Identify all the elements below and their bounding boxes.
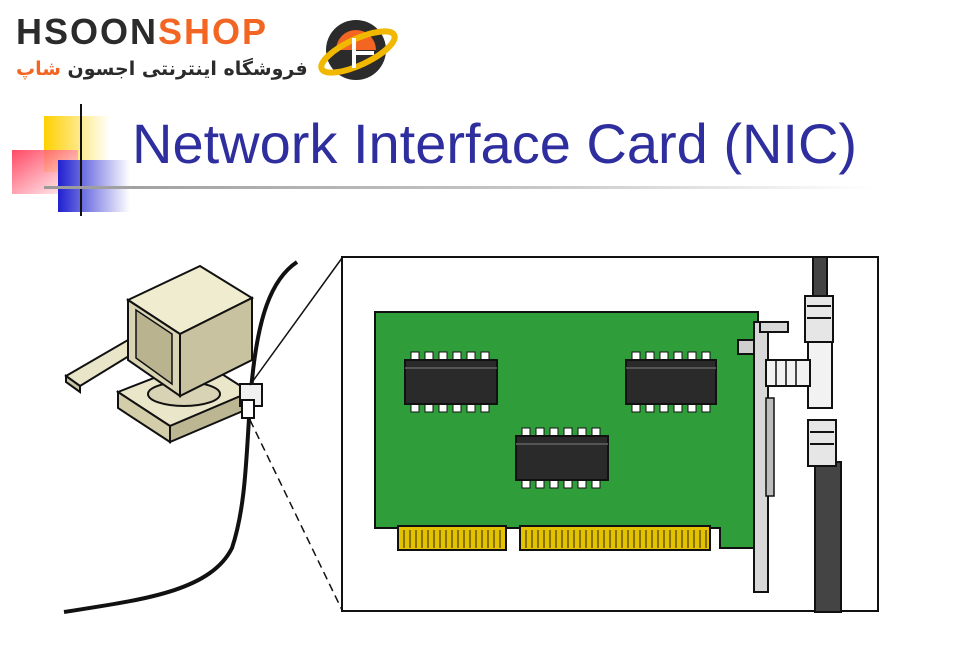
logo-brand-part2: SHOP <box>158 11 269 52</box>
logo-tagline-part2: شاپ <box>16 58 61 80</box>
logo-emblem-icon <box>318 20 398 80</box>
bnc-t-connector-icon <box>765 295 837 467</box>
title-decoration <box>12 104 130 216</box>
logo-brand-part1: HSOON <box>16 11 159 52</box>
chip <box>515 427 609 489</box>
logo-tagline-part1: فروشگاه اینترنتی اجسون <box>67 58 308 80</box>
title-divider <box>44 186 874 189</box>
zoom-line-dashed <box>249 419 343 611</box>
chip <box>625 351 717 413</box>
coax-segment <box>812 256 828 300</box>
bnc-connector-icon <box>239 383 263 419</box>
nic-card <box>374 311 759 551</box>
zoom-line <box>249 257 343 386</box>
computer-icon <box>64 264 255 444</box>
shop-logo[interactable]: HSOONSHOP فروشگاه اینترنتی اجسون شاپ <box>12 6 402 86</box>
mounting-bracket <box>737 321 789 593</box>
slide-title: Network Interface Card (NIC) <box>132 112 858 175</box>
logo-brand-text: HSOONSHOP <box>16 10 268 54</box>
logo-tagline: فروشگاه اینترنتی اجسون شاپ <box>16 56 308 82</box>
nic-diagram <box>63 256 879 614</box>
chip <box>404 351 498 413</box>
coax-segment <box>814 461 842 613</box>
coaxial-cable <box>63 260 299 614</box>
edge-connector <box>397 525 711 551</box>
